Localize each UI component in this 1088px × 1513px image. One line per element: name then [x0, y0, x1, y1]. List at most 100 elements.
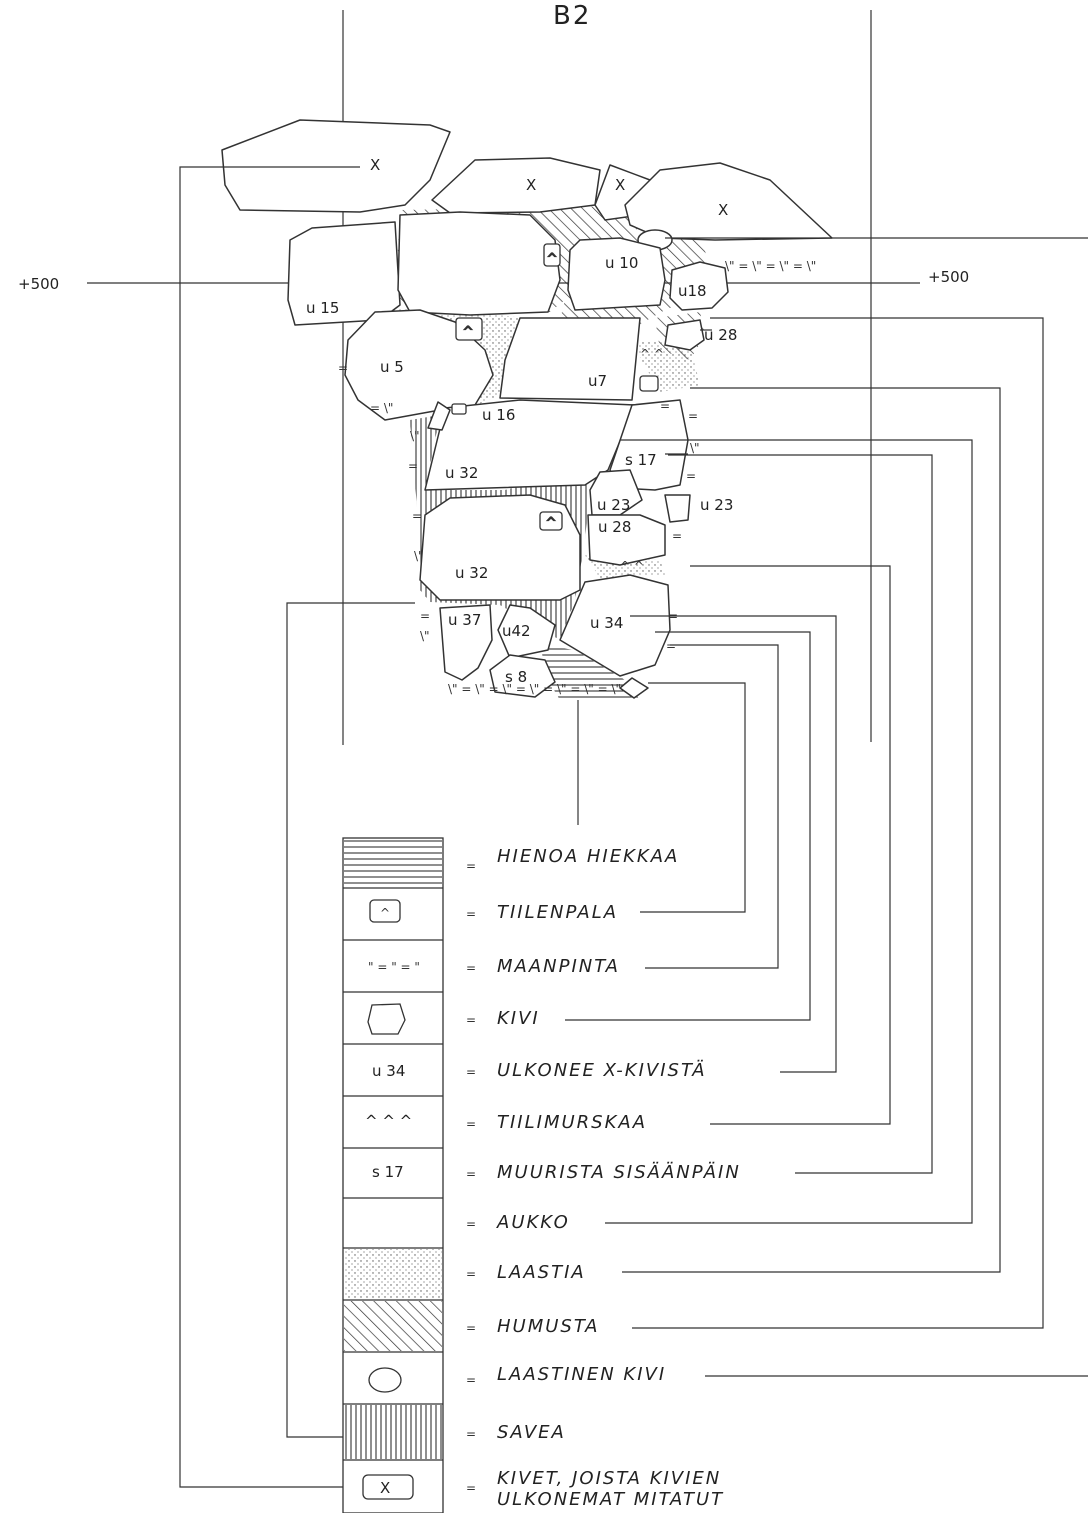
leader-kivet — [179, 166, 360, 1488]
svg-text:=: = — [466, 1373, 476, 1387]
svg-text:\": \" — [690, 441, 700, 455]
label-s8: s 8 — [505, 668, 527, 686]
drawing-title: B2 — [553, 1, 591, 31]
svg-text:=: = — [338, 361, 348, 375]
label-s17: s 17 — [625, 451, 657, 469]
leader-tiilimurskaa — [690, 565, 891, 1125]
legend-label-maanpinta: MAANPINTA — [497, 956, 620, 977]
stone-u15 — [287, 221, 401, 326]
label-u42: u42 — [502, 622, 531, 640]
svg-text:^ ^: ^ ^ — [640, 347, 664, 361]
svg-text:=: = — [412, 509, 422, 523]
legend-symbol-tiilenpala: ^ — [380, 906, 390, 920]
legend-swatch-hienoa — [344, 839, 442, 887]
ground-surface-marks: \" = \" = \" = \" \" = \" = \" = \" = \"… — [338, 259, 816, 696]
svg-text:= \": = \" — [370, 401, 393, 415]
legend-swatch-savea — [344, 1405, 442, 1459]
legend-swatch-humusta — [344, 1301, 442, 1351]
stone-u34 — [559, 574, 671, 677]
svg-text:=: = — [466, 1167, 476, 1181]
svg-text:^: ^ — [546, 515, 556, 529]
legend-symbol-kivet: X — [380, 1479, 390, 1497]
legend-label-humusta: HUMUSTA — [497, 1316, 600, 1337]
legend-swatch-kivi — [367, 1003, 406, 1035]
label-u37: u 37 — [448, 611, 481, 629]
svg-text:\" = \" = \" = \": \" = \" = \" = \" — [725, 259, 816, 273]
leader-ulkonee — [630, 615, 837, 1073]
stone-u7 — [499, 317, 641, 401]
legend-label-kivet-line2: ULKONEMAT MITATUT — [497, 1489, 724, 1510]
level-right-label: +500 — [928, 268, 969, 286]
leader-humusta — [632, 317, 1044, 1329]
label-u7: u7 — [588, 372, 607, 390]
level-left-label: +500 — [18, 275, 59, 293]
legend-symbol-maanpinta: " = " = " — [368, 960, 420, 974]
svg-text:=: = — [466, 1267, 476, 1281]
leader-maanpinta — [645, 644, 779, 969]
svg-text:\": \" — [420, 629, 430, 643]
stone-small-left — [427, 401, 451, 431]
label-u34: u 34 — [590, 614, 623, 632]
stone-u37 — [439, 604, 493, 681]
leader-lines — [179, 166, 1088, 1488]
stone-u32b — [419, 494, 581, 601]
svg-text:=: = — [466, 1065, 476, 1079]
leader-aukko — [605, 439, 973, 1224]
stone-u23b — [664, 494, 691, 523]
label-u32b: u 32 — [455, 564, 488, 582]
stone-u28b — [587, 514, 666, 566]
stone-main-top — [397, 211, 561, 316]
svg-text:=: = — [466, 859, 476, 873]
svg-text:=: = — [466, 1427, 476, 1441]
legend-symbol-ulkonee: u 34 — [372, 1062, 405, 1080]
label-x1: X — [370, 156, 380, 174]
svg-text:=: = — [466, 1013, 476, 1027]
legend-swatch-laastinen — [368, 1367, 402, 1393]
svg-text:=: = — [688, 409, 698, 423]
leader-kivi — [565, 631, 811, 1021]
svg-text:^ ^: ^ ^ — [620, 559, 644, 573]
svg-text:=: = — [686, 469, 696, 483]
sand-region — [540, 645, 640, 700]
stone-x1 — [221, 119, 451, 213]
legend-label-kivi: KIVI — [497, 1008, 540, 1029]
legend-labels: = HIENOA HIEKKAA = TIILENPALA = MAANPINT… — [466, 846, 741, 1510]
legend-label-tiilenpala: TIILENPALA — [497, 902, 618, 923]
label-u15: u 15 — [306, 299, 339, 317]
stone-u28a — [664, 319, 705, 351]
legend-label-laastia: LAASTIA — [497, 1262, 586, 1283]
legend-frame — [342, 837, 444, 1513]
svg-text:\" = \" = \" = \" = \" = \" =: \" = \" = \" = \" = \" = \" = \" — [448, 682, 621, 696]
label-u16: u 16 — [482, 406, 515, 424]
stone-s8 — [489, 654, 556, 698]
brick-fragments: ^ ^ ^ — [451, 243, 659, 531]
stone-labels: X X X X u 10 u 15 u18 u 28 u 5 u7 u 16 s… — [306, 156, 737, 686]
svg-text:\": \" — [414, 549, 424, 563]
svg-text:=: = — [466, 961, 476, 975]
svg-text:=: = — [660, 399, 670, 413]
stone-x4 — [624, 162, 833, 241]
svg-text:=: = — [408, 459, 418, 473]
legend-column: ^ " = " = " u 34 ^ ^ ^ s 17 X — [342, 837, 444, 1513]
svg-text:=: = — [466, 907, 476, 921]
label-u10: u 10 — [605, 254, 638, 272]
leader-muurista — [668, 454, 933, 1174]
legend-label-aukko: AUKKO — [496, 1212, 570, 1233]
stone-u18 — [669, 261, 729, 311]
legend-swatch-kivet — [362, 1474, 414, 1500]
legend-label-muurista: MUURISTA SISÄÄNPÄIN — [497, 1162, 741, 1183]
legend-label-laastinen: LAASTINEN KIVI — [497, 1364, 666, 1385]
svg-text:=: = — [420, 609, 430, 623]
leader-savea — [286, 602, 415, 1438]
label-x3: X — [615, 176, 625, 194]
stone-u16-main — [424, 399, 636, 491]
legend-symbol-tiilimurskaa: ^ ^ ^ — [365, 1112, 412, 1130]
stone-x2 — [431, 157, 601, 214]
legend-label-kivet: KIVET, JOISTA KIVIEN — [497, 1468, 721, 1489]
svg-text:=: = — [466, 1481, 476, 1495]
legend-label-hienoa: HIENOA HIEKKAA — [497, 846, 679, 867]
label-u28a: u 28 — [704, 326, 737, 344]
label-u28b: u 28 — [598, 518, 631, 536]
label-u23a: u 23 — [597, 496, 630, 514]
leader-tiilenpala — [640, 682, 746, 913]
